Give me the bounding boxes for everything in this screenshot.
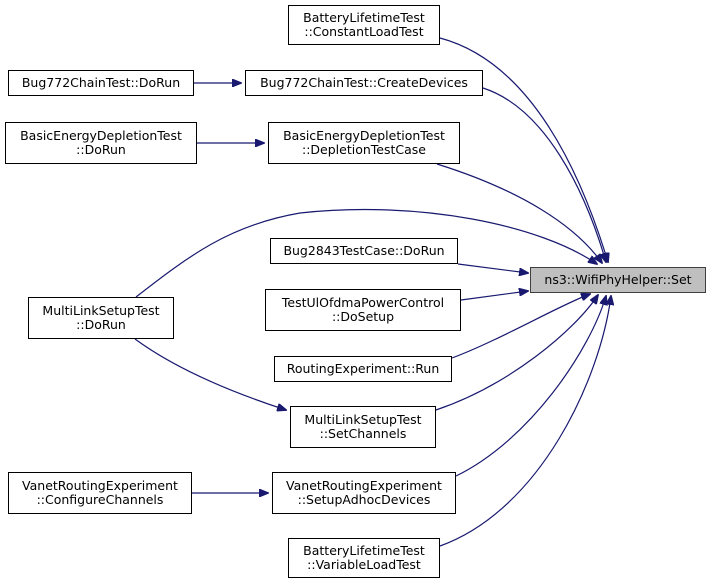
edge-bed-case-to-set [436, 163, 602, 263]
node-label-line: ::DepletionTestCase [302, 142, 426, 157]
node-label-line: ::ConfigureChannels [36, 492, 164, 507]
edge-mls-run-to-set [135, 208, 597, 298]
node-label-line: BatteryLifetimeTest [303, 10, 425, 25]
node-label-line: TestUlOfdmaPowerControl [281, 295, 445, 310]
node-label-line: MultiLinkSetupTest [42, 303, 160, 318]
edge-blt-var-to-set [439, 296, 611, 547]
node-bug2843[interactable]: Bug2843TestCase::DoRun [270, 238, 458, 264]
edge-blt-const-to-set [439, 37, 608, 262]
node-label-line: ::SetupAdhocDevices [297, 492, 431, 507]
node-blt-var[interactable]: BatteryLifetimeTest ::VariableLoadTest [288, 538, 440, 578]
node-set: ns3::WifiPhyHelper::Set [530, 267, 706, 293]
node-bed-run[interactable]: BasicEnergyDepletionTest ::DoRun [5, 122, 197, 164]
node-label-line: VanetRoutingExperiment [22, 478, 178, 493]
node-rexp[interactable]: RoutingExperiment::Run [274, 356, 452, 382]
node-label-line: ::VariableLoadTest [307, 557, 421, 572]
node-label-line: Bug772ChainTest::CreateDevices [260, 75, 468, 90]
node-label-line: BasicEnergyDepletionTest [283, 128, 445, 143]
edge-mls-chan-to-set [435, 295, 598, 411]
node-label-line: ns3::WifiPhyHelper::Set [544, 272, 692, 287]
node-label-line: ::SetChannels [319, 426, 407, 441]
node-label-line: ::DoRun [76, 142, 126, 157]
node-blt-const[interactable]: BatteryLifetimeTest ::ConstantLoadTest [288, 5, 440, 45]
edge-vre-adhoc-to-set [455, 296, 606, 477]
node-vre-conf[interactable]: VanetRoutingExperiment ::ConfigureChanne… [8, 472, 192, 514]
node-mls-chan[interactable]: MultiLinkSetupTest ::SetChannels [290, 406, 436, 448]
node-tuo[interactable]: TestUlOfdmaPowerControl ::DoSetup [265, 289, 461, 331]
node-bug772-run[interactable]: Bug772ChainTest::DoRun [8, 70, 194, 96]
edge-bug772-create-to-set [482, 87, 606, 262]
node-label-line: ::ConstantLoadTest [304, 24, 424, 39]
node-bug772-create[interactable]: Bug772ChainTest::CreateDevices [245, 70, 483, 96]
node-label-line: Bug2843TestCase::DoRun [283, 243, 445, 258]
node-label-line: BatteryLifetimeTest [303, 543, 425, 558]
node-label-line: MultiLinkSetupTest [304, 412, 422, 427]
node-mls-run[interactable]: MultiLinkSetupTest ::DoRun [28, 297, 174, 339]
node-vre-adhoc[interactable]: VanetRoutingExperiment ::SetupAdhocDevic… [272, 472, 456, 514]
node-label-line: ::DoRun [76, 317, 126, 332]
edge-bug2843-to-set [457, 263, 528, 273]
node-label-line: BasicEnergyDepletionTest [20, 128, 182, 143]
node-label-line: Bug772ChainTest::DoRun [21, 75, 181, 90]
node-label-line: ::DoSetup [331, 309, 395, 324]
edge-mls-run-to-mls-chan [134, 338, 286, 410]
node-bed-case[interactable]: BasicEnergyDepletionTest ::DepletionTest… [268, 122, 460, 164]
edge-tuo-to-set [460, 291, 528, 301]
node-label-line: VanetRoutingExperiment [286, 478, 442, 493]
node-label-line: RoutingExperiment::Run [286, 361, 440, 376]
edge-rexp-to-set [451, 294, 590, 359]
